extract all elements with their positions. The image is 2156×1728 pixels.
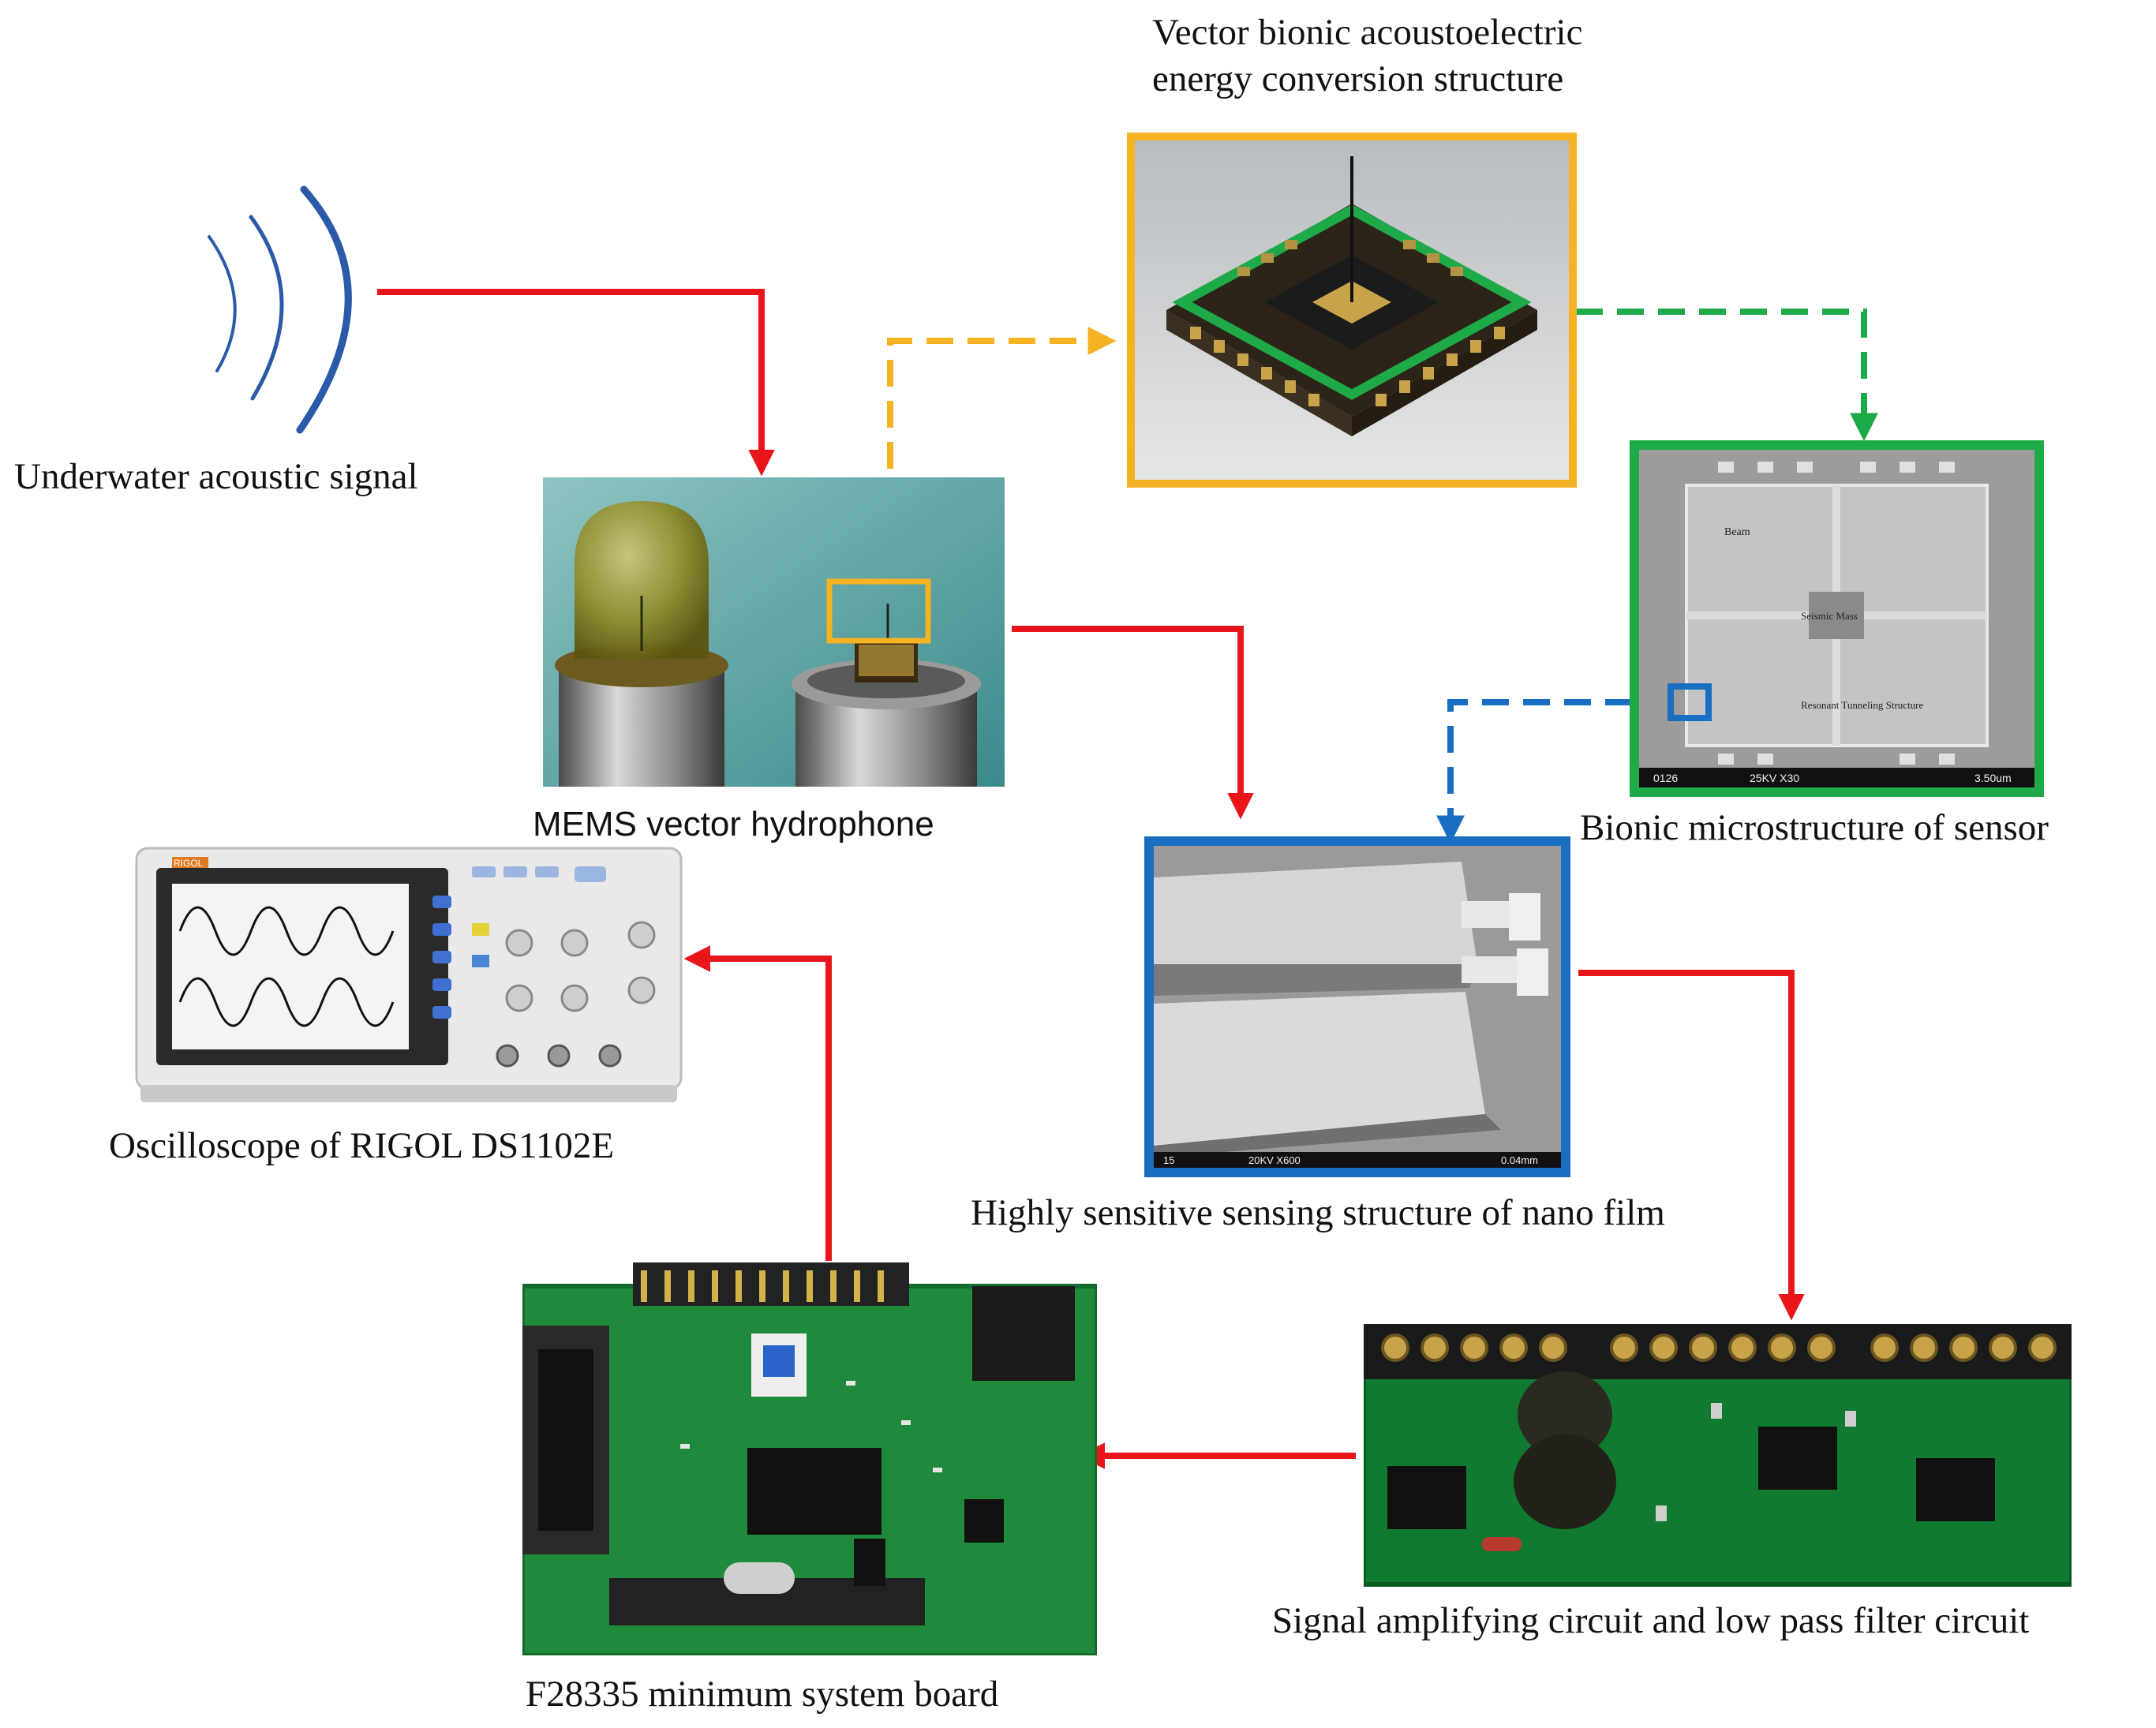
oscilloscope-brand: RIGOL xyxy=(174,858,204,869)
acoustic-wave-icon xyxy=(208,185,352,434)
label-conversion-structure: Vector bionic acoustoelectric energy con… xyxy=(1152,9,1582,103)
arrow-nanofilm-to-filter xyxy=(1578,970,1805,1321)
arrow-hydrophone-to-nanofilm xyxy=(1012,626,1254,820)
sem-beam-label: Beam xyxy=(1724,526,1750,538)
arrow-signal-to-hydrophone xyxy=(377,289,775,477)
label-system-board: F28335 minimum system board xyxy=(526,1674,999,1715)
conversion-structure-photo xyxy=(1127,133,1577,488)
arrow-board-to-oscilloscope xyxy=(683,945,832,1261)
hydrophone-photo xyxy=(543,477,1005,787)
label-nano-film: Highly sensitive sensing structure of na… xyxy=(971,1192,1665,1233)
label-acoustic-signal: Underwater acoustic signal xyxy=(14,456,418,497)
label-filter-circuit: Signal amplifying circuit and low pass f… xyxy=(1272,1600,2030,1641)
nano-footer-kv: 20KV X600 xyxy=(1248,1154,1301,1166)
sem-mass-label: Seismic Mass xyxy=(1801,610,1858,622)
label-conversion-line1: Vector bionic acoustoelectric xyxy=(1152,12,1583,53)
link-microstructure-to-nanofilm xyxy=(1436,699,1673,844)
nano-footer-scale: 0.04mm xyxy=(1501,1154,1538,1166)
label-conversion-line2: energy conversion structure xyxy=(1152,58,1564,99)
label-oscilloscope: Oscilloscope of RIGOL DS1102E xyxy=(109,1125,615,1166)
nano-film-sem-photo: 15 20KV X600 0.04mm xyxy=(1144,836,1570,1177)
system-board-photo xyxy=(522,1262,1097,1655)
oscilloscope-photo: RIGOL xyxy=(133,844,685,1109)
sem-footer-id: 0126 xyxy=(1653,772,1678,784)
sem-tunneling-label: Resonant Tunneling Structure xyxy=(1801,699,1924,711)
label-hydrophone: MEMS vector hydrophone xyxy=(533,805,934,843)
nano-footer-id: 15 xyxy=(1163,1154,1174,1166)
microstructure-sem-photo: Beam Seismic Mass Resonant Tunneling Str… xyxy=(1630,440,2044,797)
link-structure-to-microstructure xyxy=(1535,309,1878,442)
filter-circuit-photo xyxy=(1364,1324,2072,1588)
sem-footer-kv: 25KV X30 xyxy=(1750,772,1799,784)
label-microstructure: Bionic microstructure of sensor xyxy=(1580,807,2049,848)
sem-footer-scale: 3.50um xyxy=(1974,772,2012,784)
